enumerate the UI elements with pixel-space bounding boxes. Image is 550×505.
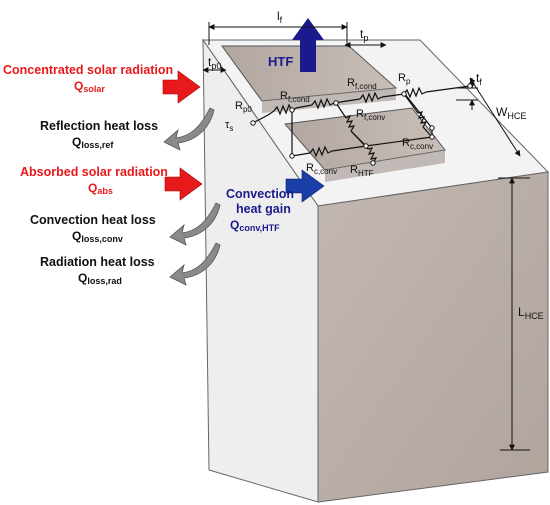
resistor-rhtf	[367, 147, 378, 164]
dimension-lines	[202, 22, 530, 451]
collector-block	[202, 38, 550, 503]
resistor-rfcond-1	[311, 97, 335, 110]
radloss-title: Radiation heat loss	[40, 255, 155, 269]
dim-lhce-label: LHCE	[518, 305, 544, 321]
label-rp0: Rp0	[235, 100, 252, 114]
reflection-title: Reflection heat loss	[40, 119, 158, 133]
htf-flow-arrow: HTF	[268, 18, 324, 72]
dim-tp-label: tp	[360, 27, 368, 43]
absorbed-symbol: Qabs	[88, 181, 113, 196]
absorbed-title: Absorbed solar radiation	[20, 165, 168, 179]
convgain-title-1: Convection	[226, 187, 294, 201]
dim-tf-label: tf	[476, 71, 482, 87]
block-right-face	[317, 171, 549, 503]
convection-loss-arrow	[169, 202, 221, 246]
resistance-network	[252, 85, 471, 164]
label-rhtf: RHTF	[350, 164, 374, 178]
incident-radiation-arrow	[162, 70, 201, 104]
reflection-symbol: Qloss,ref	[72, 135, 114, 150]
label-rfcond-2: Rf,cond	[347, 77, 377, 91]
network-nodes	[250, 83, 473, 166]
dim-whce-label: WHCE	[496, 105, 526, 121]
convgain-symbol: Qconv,HTF	[230, 218, 280, 233]
resistor-rcconv-1	[309, 145, 333, 158]
label-rp: Rp	[398, 72, 411, 86]
resistor-rcconv-2	[417, 111, 428, 128]
dim-lf-label: lf	[277, 9, 283, 25]
resistor-rp	[403, 86, 427, 99]
radiation-loss-arrow	[169, 242, 221, 286]
dim-tp0-label: tp0	[208, 55, 221, 71]
resistor-rfcond-2	[359, 91, 383, 104]
convection-gain-arrow	[285, 169, 325, 203]
resistor-rfconv	[345, 114, 356, 132]
htf-label: HTF	[268, 54, 293, 69]
convloss-symbol: Qloss,conv	[72, 229, 123, 244]
label-rcconv-2: Rc,conv	[402, 137, 433, 151]
channel-wall-2	[325, 150, 445, 182]
radloss-symbol: Qloss,rad	[78, 271, 122, 286]
incident-symbol: Qsolar	[74, 79, 105, 94]
channel-wall-1	[262, 88, 396, 113]
label-ts: τs	[225, 119, 233, 133]
label-rfcond-1: Rf,cond	[280, 90, 310, 104]
label-rcconv-1: Rc,conv	[306, 162, 337, 176]
label-rfconv: Rf,conv	[356, 108, 385, 122]
reflection-loss-arrow	[163, 107, 215, 151]
convloss-title: Convection heat loss	[30, 213, 156, 227]
incident-title: Concentrated solar radiation	[3, 63, 173, 77]
absorbed-radiation-arrow	[164, 167, 203, 201]
convgain-title-2: heat gain	[236, 202, 291, 216]
